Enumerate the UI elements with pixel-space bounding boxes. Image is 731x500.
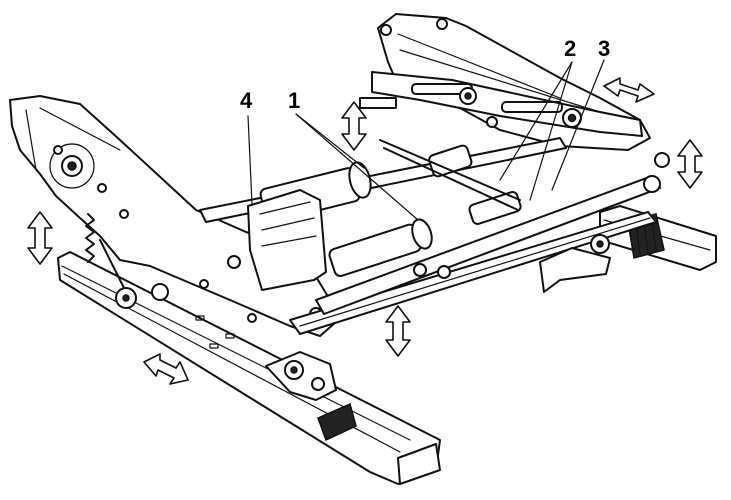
front-crossbar-frame <box>247 189 327 291</box>
left-front-mount <box>265 351 337 401</box>
callout-4: 4 <box>240 88 253 113</box>
callout-1: 1 <box>288 88 300 113</box>
left-side-plate <box>9 95 337 337</box>
arrow-top-right <box>603 77 655 103</box>
right-front-mount <box>539 152 670 293</box>
arrow-fore-aft <box>143 353 189 385</box>
arrow-bottom-vertical <box>385 305 411 357</box>
arrow-right-vertical <box>677 139 703 189</box>
recliner-spring <box>85 213 169 309</box>
right-seat-rail <box>599 205 717 271</box>
arrow-center-vertical <box>341 101 367 151</box>
callout-3: 3 <box>598 36 610 61</box>
height-adjust-slider <box>371 71 643 137</box>
callout-2: 2 <box>564 36 576 61</box>
leader-lines <box>247 59 605 221</box>
arrow-left-vertical <box>27 211 53 265</box>
